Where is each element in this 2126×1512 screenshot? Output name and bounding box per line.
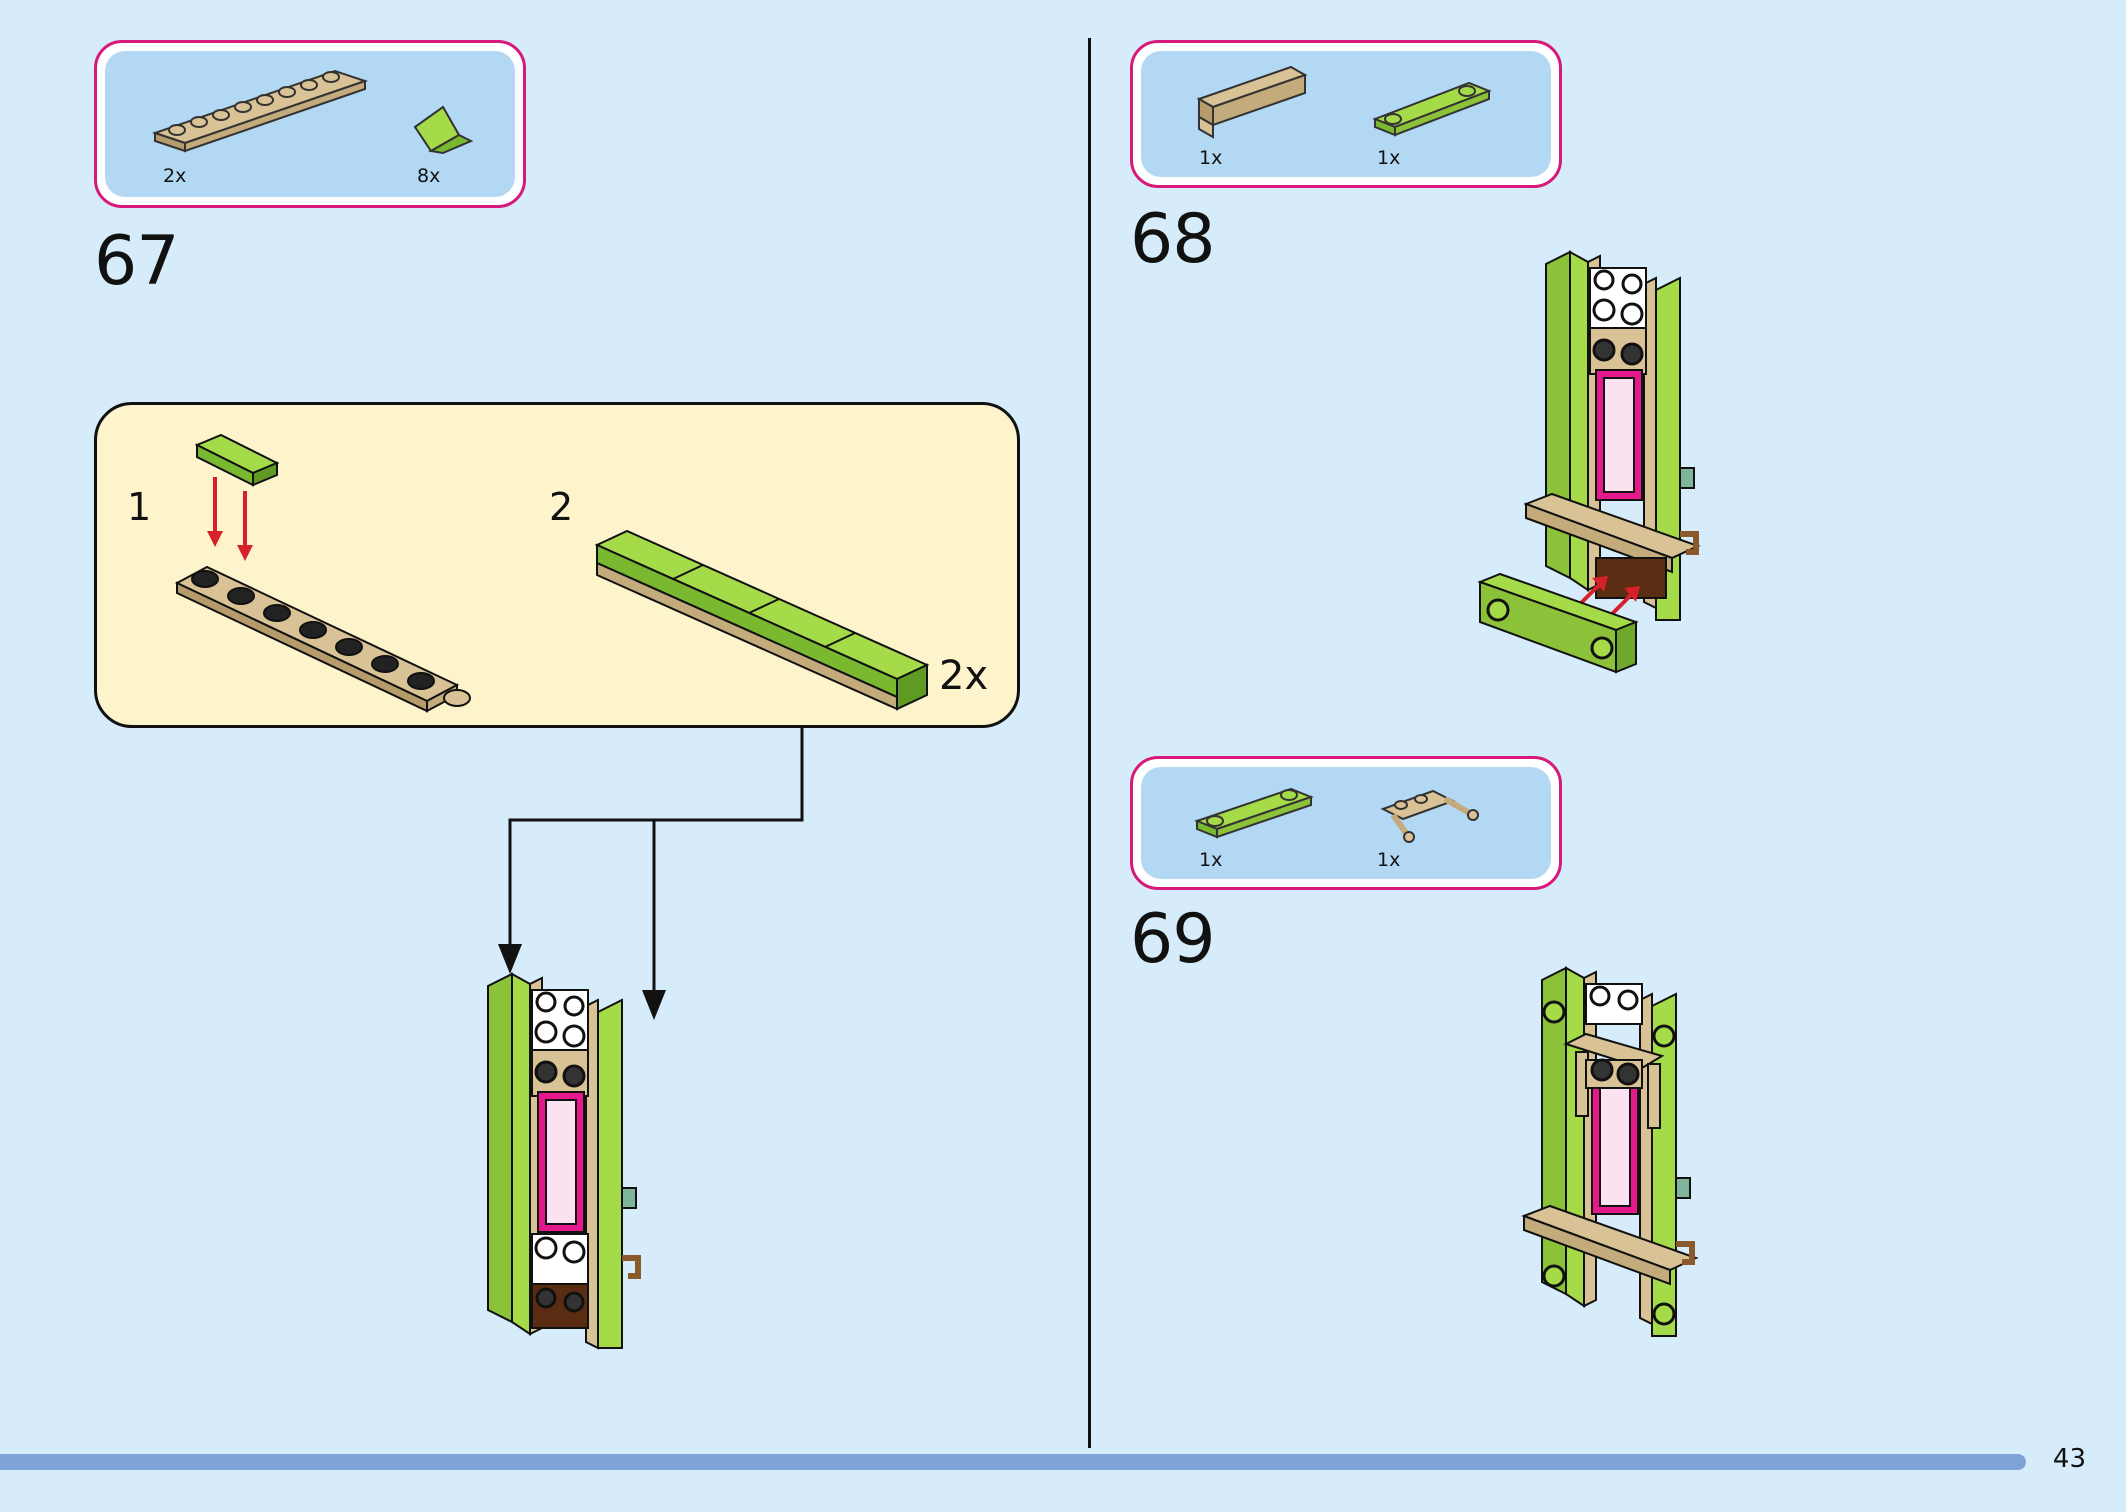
subassembly-callout: 1 2 2x	[94, 402, 1020, 728]
parts-callout-step-69: 1x 1x	[1130, 756, 1562, 890]
substep-1-assembly-illustration	[174, 433, 471, 713]
parts-callout-inner: 1x 1x	[1141, 767, 1551, 879]
substep-number: 1	[127, 485, 152, 529]
lime-plate-2-studs-icon	[1194, 787, 1314, 839]
substep-number: 2	[549, 485, 574, 529]
tan-bar-holder-icon	[1380, 789, 1479, 843]
parts-callout-step-68: 1x 1x	[1130, 40, 1562, 188]
step-67-model-illustration	[487, 972, 641, 1350]
page-number: 43	[2052, 1444, 2086, 1474]
step-68-model-illustration	[1477, 250, 1701, 674]
parts-callout-step-67: 2x 8x	[94, 40, 526, 208]
lime-plate-2-studs-icon	[1372, 81, 1492, 137]
step-number: 69	[1130, 900, 1216, 979]
substep-multiplier: 2x	[939, 653, 989, 699]
tan-long-plate-icon	[151, 69, 369, 153]
parts-callout-inner: 2x 8x	[105, 51, 515, 197]
step-number: 67	[94, 222, 180, 301]
part-qty: 8x	[417, 165, 441, 187]
step-number: 68	[1130, 200, 1216, 279]
part-qty: 2x	[163, 165, 187, 187]
parts-callout-inner: 1x 1x	[1141, 51, 1551, 177]
tan-bracket-plate-icon	[1196, 65, 1308, 139]
substep-2-assembly-illustration	[594, 529, 930, 711]
part-qty: 1x	[1377, 147, 1401, 169]
lime-slope-icon	[413, 105, 474, 155]
part-qty: 1x	[1377, 849, 1401, 871]
page-divider	[1088, 38, 1091, 1448]
part-qty: 1x	[1199, 147, 1223, 169]
page-footer-bar	[0, 1454, 2026, 1470]
step-69-model-illustration	[1521, 966, 1699, 1337]
part-qty: 1x	[1199, 849, 1223, 871]
